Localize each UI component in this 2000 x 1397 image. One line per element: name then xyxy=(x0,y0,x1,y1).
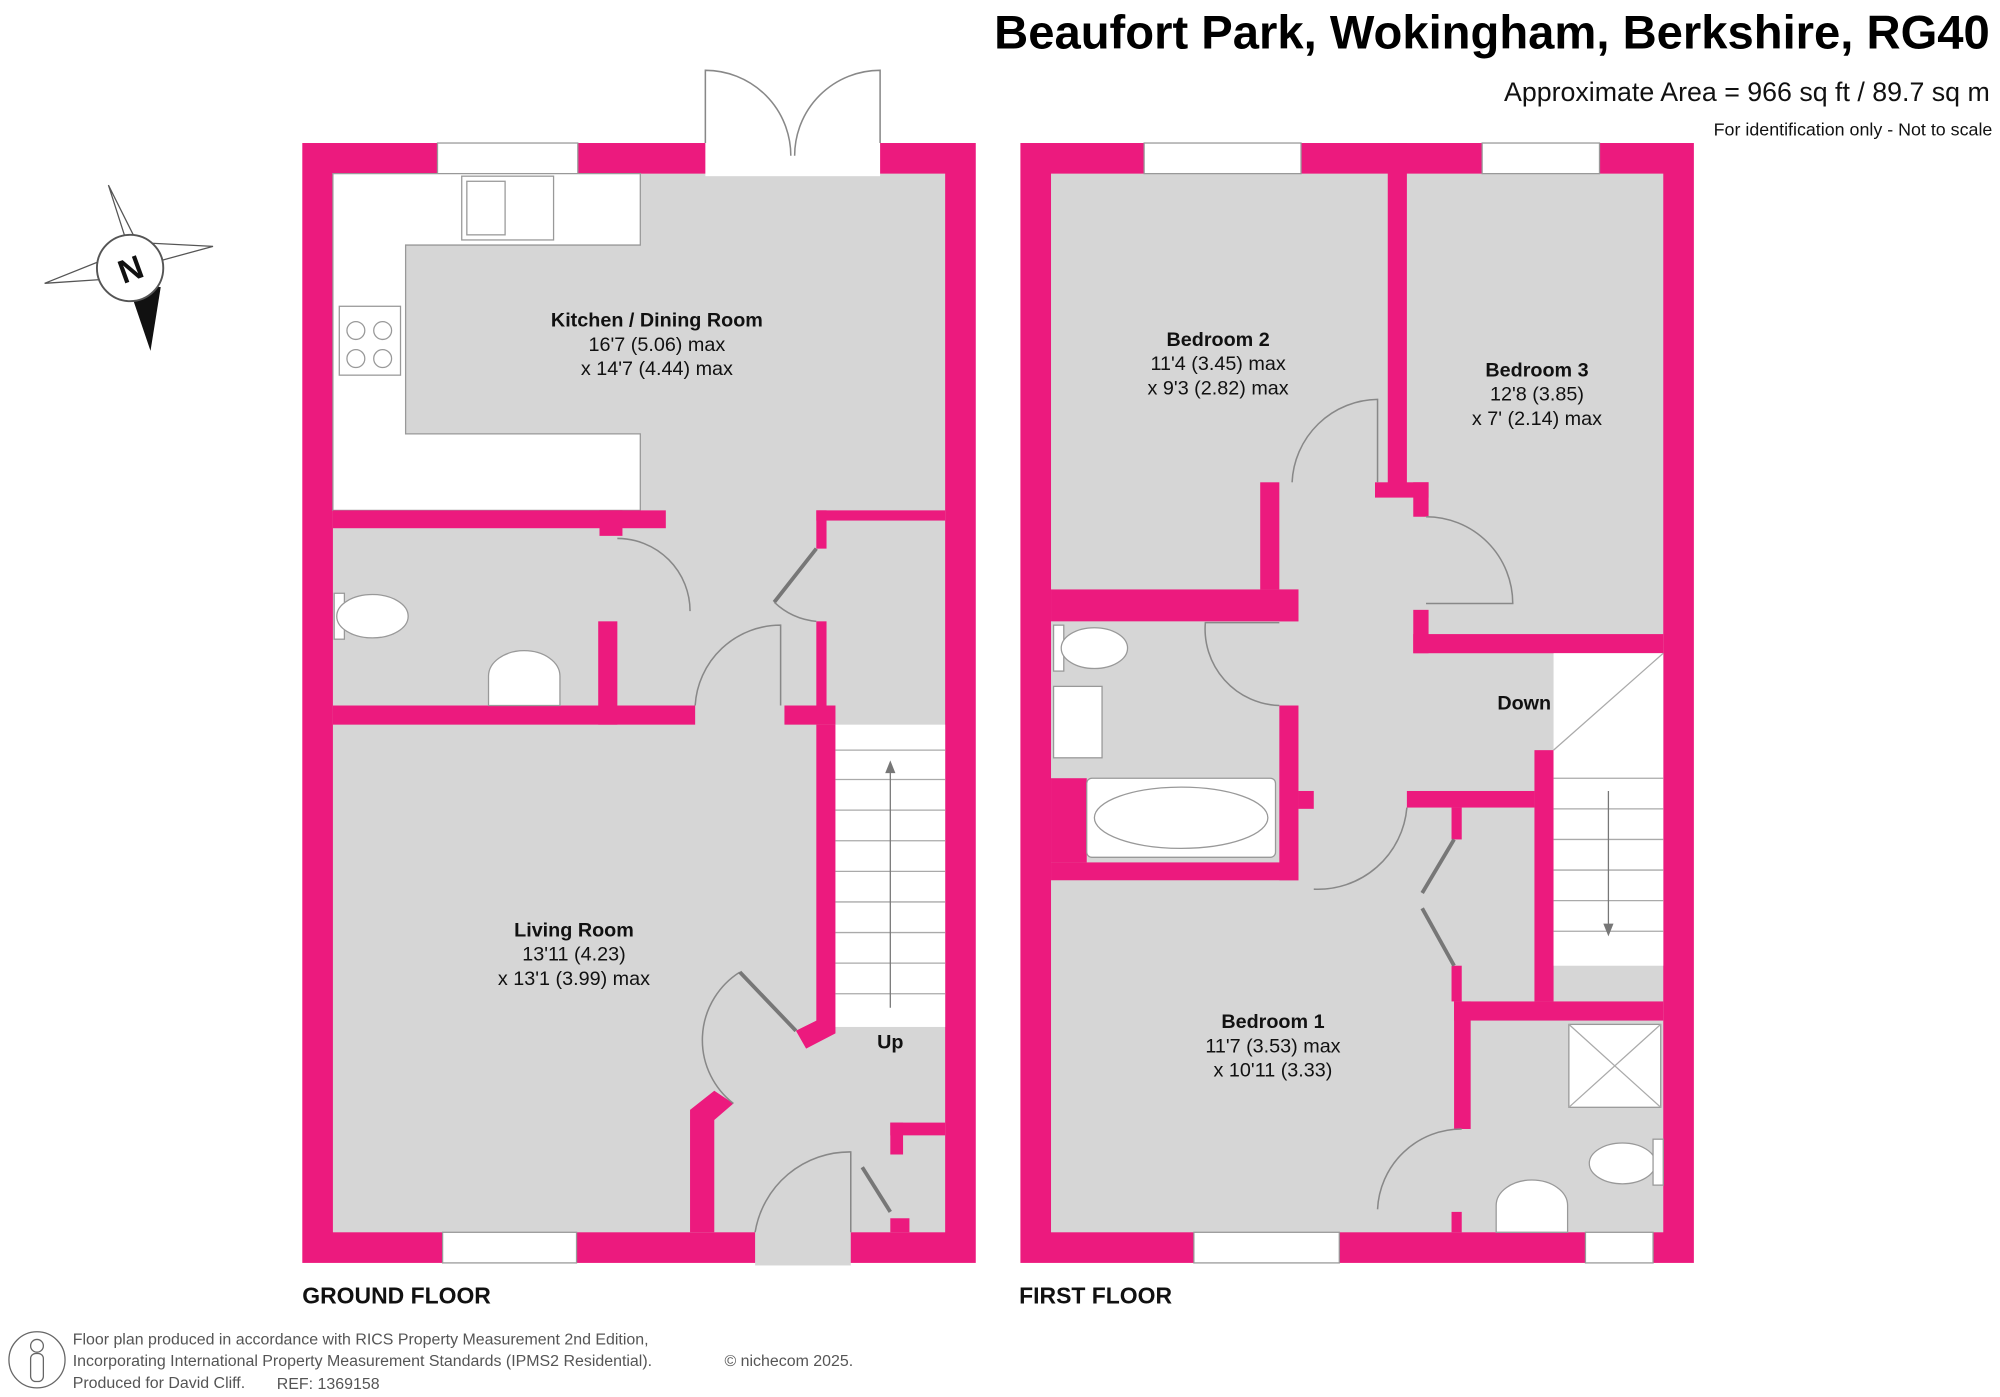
area-text: Approximate Area = 966 sq ft / 89.7 sq m xyxy=(1504,77,1990,107)
stairs-down-label: Down xyxy=(1497,692,1551,714)
room-name-kitchen: Kitchen / Dining Room xyxy=(551,310,763,332)
room-dim-bedroom1-2: x 10'11 (3.33) xyxy=(1214,1060,1333,1082)
footer-line-2: Incorporating International Property Mea… xyxy=(73,1353,652,1370)
ground-floor-plan: Up Kitchen / Dining Room 16'7 (5.06) max… xyxy=(302,69,976,1309)
first-stairs xyxy=(1553,652,1664,966)
page-title: Beaufort Park, Wokingham, Berkshire, RG4… xyxy=(994,7,1990,60)
room-dim-living-2: x 13'1 (3.99) max xyxy=(498,968,650,990)
room-dim-kitchen-2: x 14'7 (4.44) max xyxy=(581,358,733,380)
room-dim-bedroom2-2: x 9'3 (2.82) max xyxy=(1148,377,1289,399)
footer-copyright: © nichecom 2025. xyxy=(724,1353,853,1370)
footer: Floor plan produced in accordance with R… xyxy=(8,1331,853,1393)
first-floor-label: FIRST FLOOR xyxy=(1019,1283,1172,1309)
room-name-bedroom3: Bedroom 3 xyxy=(1485,359,1588,381)
person-icon xyxy=(8,1331,66,1389)
room-dim-kitchen: 16'7 (5.06) max xyxy=(589,334,726,356)
room-dim-bedroom3-2: x 7' (2.14) max xyxy=(1472,408,1602,430)
footer-line-3: Produced for David Cliff. xyxy=(73,1375,245,1392)
ground-floor-label: GROUND FLOOR xyxy=(302,1283,491,1309)
room-name-bedroom1: Bedroom 1 xyxy=(1221,1011,1324,1033)
compass-icon: N xyxy=(44,184,214,351)
first-floor-plan: Down Bedroom 2 11'4 (3.45) max x 9'3 (2.… xyxy=(1019,142,1694,1309)
room-dim-bedroom3: 12'8 (3.85) xyxy=(1490,384,1584,406)
footer-line-1: Floor plan produced in accordance with R… xyxy=(73,1332,649,1349)
room-dim-bedroom2: 11'4 (3.45) max xyxy=(1150,353,1285,375)
room-name-living: Living Room xyxy=(514,919,634,941)
room-name-bedroom2: Bedroom 2 xyxy=(1166,329,1269,351)
stairs-up-label: Up xyxy=(877,1032,903,1054)
room-dim-bedroom1: 11'7 (3.53) max xyxy=(1205,1035,1340,1057)
ground-stairs xyxy=(835,724,946,1027)
footer-ref: REF: 1369158 xyxy=(277,1376,380,1393)
disclaimer-text: For identification only - Not to scale xyxy=(1714,119,1993,139)
room-dim-living: 13'11 (4.23) xyxy=(522,944,625,966)
